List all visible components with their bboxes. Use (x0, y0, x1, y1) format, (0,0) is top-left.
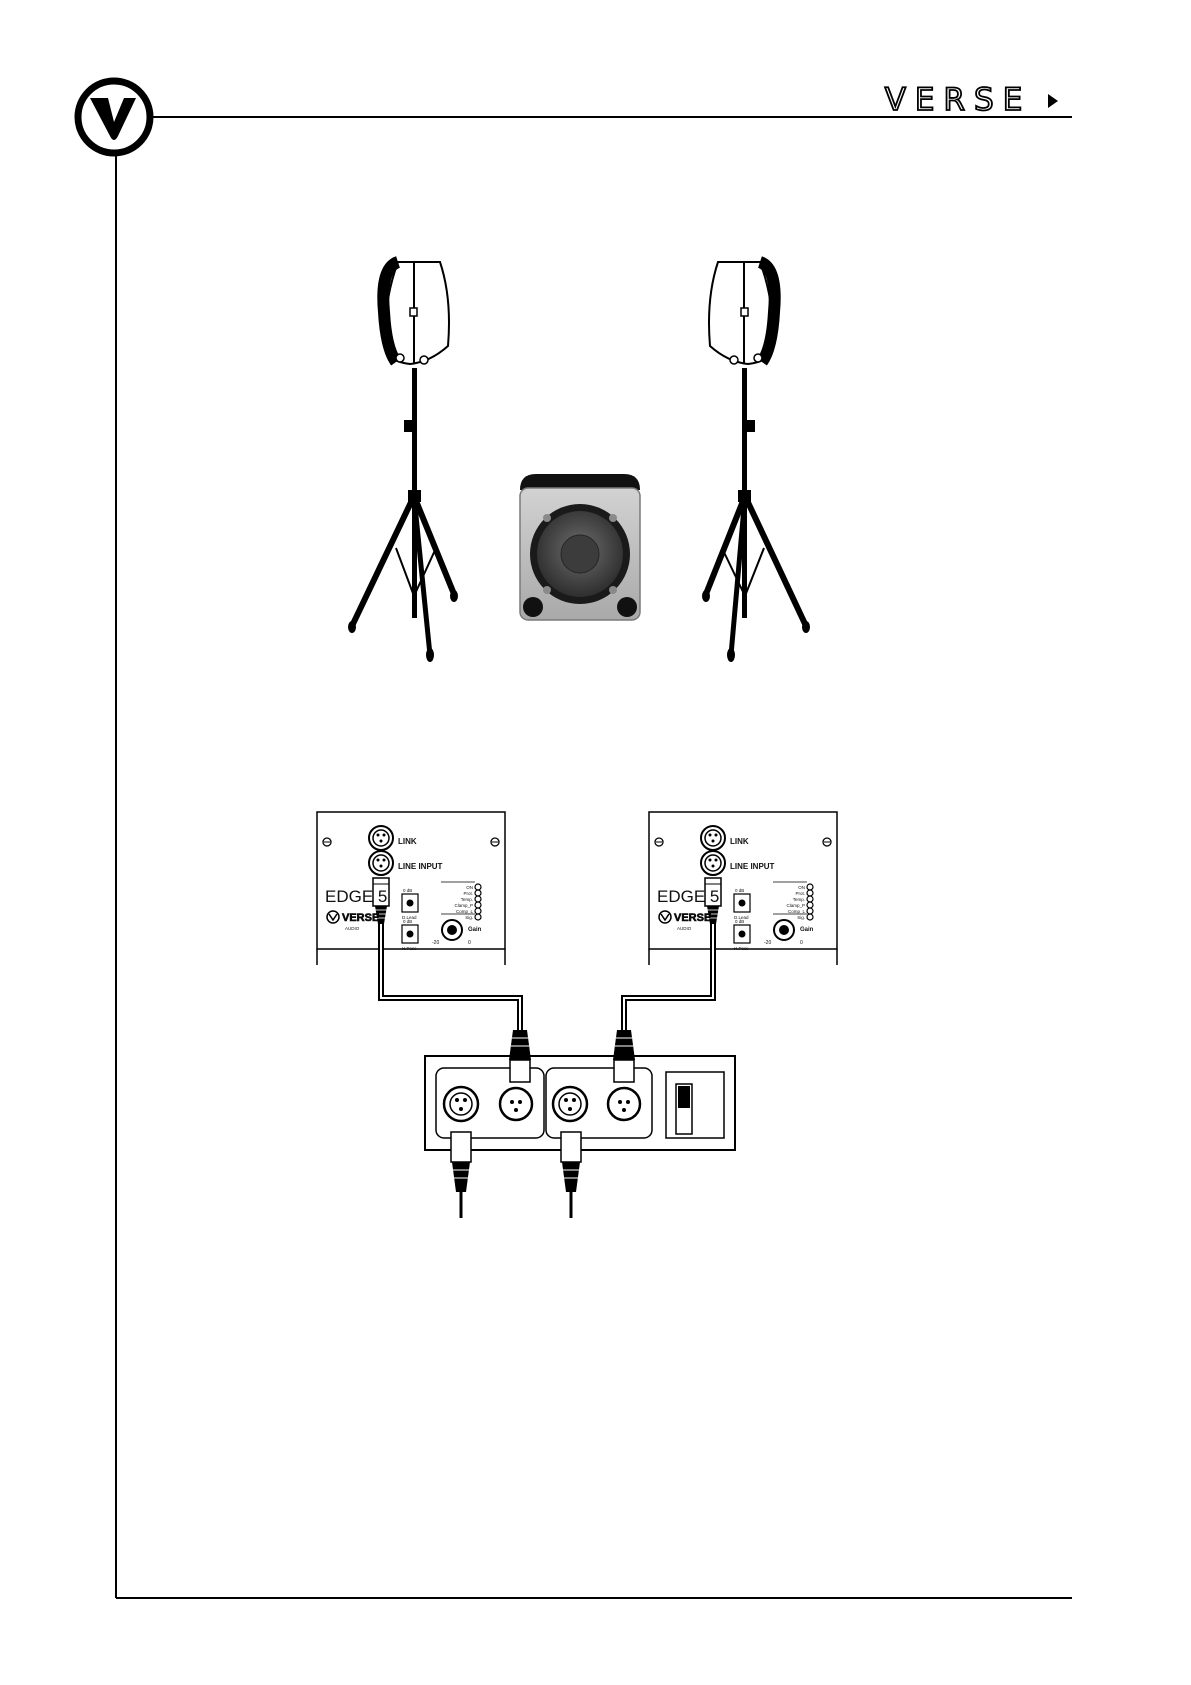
brand-wordmark-text: VERSE (885, 82, 1032, 118)
wordmark-arrow-icon (1048, 94, 1058, 108)
panel-left-link-label: LINK (398, 837, 417, 846)
xlr-plug-input-b-icon (561, 1132, 581, 1218)
xlr-plug-output-b-icon (613, 1030, 635, 1082)
panel-right-led-label: Prot. (795, 891, 805, 896)
panel-right-switch-a-top: 0 dB (735, 888, 744, 893)
panel-right-logo-text: VERSE (674, 912, 711, 924)
panel-right-gain-min: -20 (764, 940, 771, 946)
panel-left-led-label: Prot. (463, 891, 473, 896)
panel-left-model-name: EDGE 5 (325, 887, 387, 906)
panel-left-switch-a-top: 0 dB (403, 888, 412, 893)
panel-left-led-label: ON (466, 885, 473, 890)
tripod-stand-left-icon (348, 368, 458, 662)
page-frame (116, 117, 1072, 1598)
panel-right-logo-sub: AUDIO (677, 926, 692, 931)
xlr-input-a-icon (444, 1087, 478, 1121)
panel-left-led-label: Sig. (465, 915, 473, 920)
xlr-plug-input-a-icon (451, 1132, 471, 1218)
panel-left-line-input-label: LINE INPUT (398, 862, 443, 871)
speaker-cabinet-right-icon (709, 262, 775, 364)
subwoofer-icon (520, 474, 640, 620)
brand-corner-logo-icon (78, 81, 150, 153)
panel-right-model-name: EDGE 5 (657, 887, 719, 906)
speaker-left-on-stand (348, 262, 458, 662)
panel-right-link-label: LINK (730, 837, 749, 846)
xlr-input-b-icon (553, 1087, 587, 1121)
panel-left-logo-sub: AUDIO (345, 926, 360, 931)
panel-right-led-label: ON (798, 885, 805, 890)
panel-left-led-label: Comp_L (456, 909, 474, 914)
speaker-rear-panel-left: LINK LINE INPUT EDGE 5 VERSE AUDIO 0 dB … (317, 812, 505, 965)
panel-left-gain-label: Gain (468, 927, 482, 933)
xlr-output-b-icon (608, 1088, 640, 1120)
panel-left-led-label: Clamp_P (454, 903, 473, 908)
panel-right-switch-b-top: 0 dB (735, 919, 744, 924)
panel-left-gain-max: 0 (468, 940, 471, 946)
panel-left-switch-b-top: 0 dB (403, 919, 412, 924)
power-switch-icon (676, 1084, 692, 1134)
xlr-plug-output-a-icon (509, 1030, 531, 1082)
panel-right-switch-b-bottom: H.Pass (734, 946, 749, 951)
panel-left-led-label: Temp. (461, 897, 473, 902)
panel-right-led-label: Clamp_P (786, 903, 805, 908)
panel-right-led-label: Temp. (793, 897, 805, 902)
panel-left-switch-b-bottom: H.Pass (402, 946, 417, 951)
panel-right-line-input-label: LINE INPUT (730, 862, 775, 871)
panel-left-gain-min: -20 (432, 940, 439, 946)
panel-right-gain-label: Gain (800, 927, 814, 933)
speaker-right-on-stand (702, 262, 810, 662)
tripod-stand-right-icon (702, 368, 810, 662)
brand-wordmark: VERSE (885, 82, 1058, 118)
speaker-rear-panel-right: LINK LINE INPUT EDGE 5 VERSE AUDIO 0 dB … (649, 812, 837, 965)
panel-right-led-label: Comp_L (788, 909, 806, 914)
xlr-output-a-icon (500, 1088, 532, 1120)
speaker-cabinet-left-icon (383, 262, 449, 364)
panel-left-logo-text: VERSE (342, 912, 379, 924)
panel-right-led-label: Sig. (797, 915, 805, 920)
panel-right-gain-max: 0 (800, 940, 803, 946)
